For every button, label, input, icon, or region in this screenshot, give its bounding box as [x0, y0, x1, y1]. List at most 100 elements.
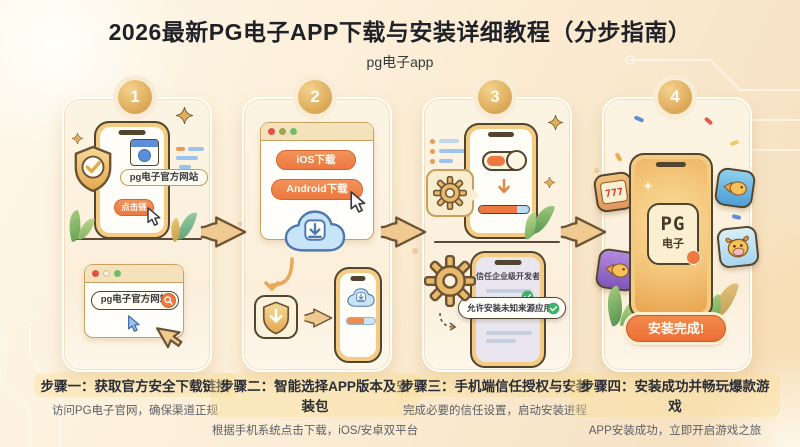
decor-line: [176, 156, 198, 160]
maximize-dot-icon: [114, 270, 121, 277]
browser-titlebar: [85, 265, 183, 283]
cursor-icon: [349, 191, 366, 214]
bull-character-icon: [724, 234, 752, 261]
page-subtitle: pg电子app: [366, 54, 434, 70]
curved-arrow-icon: [264, 257, 294, 291]
step-panel-4: 777 PG 电子 安: [592, 97, 760, 372]
cursor-icon: [127, 315, 140, 333]
sparkle-icon: [176, 107, 193, 124]
decor-line: [439, 159, 453, 163]
confetti: [731, 213, 742, 221]
bull-game-icon: [716, 225, 760, 269]
step-panel-2: iOS下载 Android下载: [242, 97, 392, 372]
app-badge-dot: [686, 250, 701, 265]
fish-game-icon: [713, 166, 757, 210]
ground-line: [72, 238, 202, 240]
step-badge-2: 2: [298, 80, 332, 114]
close-dot-icon: [268, 128, 275, 135]
install-complete-button[interactable]: 安装完成!: [626, 315, 726, 342]
flow-arrow-icon: [197, 211, 249, 253]
check-icon: [547, 302, 560, 315]
text-line: [486, 339, 516, 343]
maximize-dot-icon: [290, 128, 297, 135]
step-title: 步骤二：智能选择APP版本及安装包: [210, 373, 420, 417]
confetti: [703, 116, 714, 126]
decor-line: [439, 149, 465, 153]
pg-logo-text: PG: [660, 213, 686, 235]
decor-line: [439, 139, 459, 143]
decor-line: [176, 147, 185, 151]
sparkle-icon: [643, 181, 653, 191]
search-input[interactable]: pg电子官方网站: [91, 291, 179, 310]
toggle-switch[interactable]: [482, 150, 527, 171]
step-caption-1: 步骤一：获取官方安全下载链接 访问PG电子官网，确保渠道正规: [30, 373, 240, 418]
step-title: 步骤三：手机端信任授权与安装: [393, 373, 597, 397]
trust-sheet-title: 信任企业级开发者: [476, 272, 540, 281]
page-title: 2026最新PG电子APP下载与安装详细教程（分步指南）: [108, 19, 692, 45]
confetti: [729, 139, 740, 147]
phone-notch: [655, 162, 687, 167]
sparkle-icon: [72, 133, 83, 144]
slot-777-label: 777: [604, 186, 624, 201]
cursor-icon: [146, 207, 161, 227]
phone-illustration: PG 电子: [629, 153, 713, 319]
click-link-button[interactable]: 点击链: [114, 199, 154, 216]
step-badge-1: 1: [118, 80, 152, 114]
callout-pointer: [472, 189, 480, 201]
golden-koi-icon: [603, 259, 631, 280]
goldfish-icon: [721, 177, 749, 198]
decor-line: [188, 147, 204, 151]
gear-icon: [424, 255, 476, 307]
install-progress-bar: [478, 205, 530, 214]
gear-icon: [433, 176, 467, 210]
confetti: [633, 115, 645, 123]
browser-window: pg电子官方网站: [84, 264, 184, 338]
ios-download-button[interactable]: iOS下载: [276, 150, 356, 170]
decor-dot: [238, 222, 242, 226]
flow-arrow-icon: [557, 211, 609, 253]
phone-notch: [350, 276, 366, 281]
window-titlebar: [261, 123, 373, 141]
pg-app-icon[interactable]: PG 电子: [647, 203, 701, 265]
phone-notch: [494, 260, 522, 265]
step-desc: APP安装成功，立即开启游戏之旅: [588, 425, 762, 437]
step-title: 步骤四：安装成功并畅玩爆款游戏: [570, 373, 780, 417]
allow-unknown-sources-pill[interactable]: 允许安装未知来源应用: [458, 297, 566, 319]
step-badge-4: 4: [658, 80, 692, 114]
arrow-down-icon: [498, 179, 510, 194]
search-icon[interactable]: [161, 293, 176, 308]
text-line: [486, 331, 532, 335]
dashed-arrow-icon: [439, 312, 457, 331]
phone-notch: [487, 132, 515, 137]
decor-dot: [594, 168, 599, 173]
cloud-download-icon: [284, 208, 346, 254]
download-progress-bar: [346, 317, 376, 325]
step-desc: 完成必要的信任设置，启动安装进程: [403, 405, 587, 417]
arrow-right-icon: [302, 305, 334, 331]
close-dot-icon: [92, 270, 99, 277]
step-title: 步骤一：获取官方安全下载链接: [33, 373, 237, 397]
list-bullet: [430, 159, 435, 164]
ground-line: [434, 241, 560, 243]
text-line: [486, 289, 532, 293]
pg-logo-subtext: 电子: [662, 238, 684, 250]
shield-check-icon: [72, 145, 114, 193]
step-badge-3: 3: [478, 80, 512, 114]
phone-illustration: [464, 123, 538, 239]
shield-download-icon: [261, 301, 291, 335]
official-site-label: pg电子官方网站: [120, 169, 208, 186]
browser-icon: [130, 139, 159, 166]
phone-illustration: [334, 267, 382, 363]
decor-line: [179, 165, 191, 169]
minimize-dot-icon: [279, 128, 286, 135]
minimize-dot-icon: [103, 270, 110, 277]
step-caption-2: 步骤二：智能选择APP版本及安装包 根据手机系统点击下载，iOS/安卓双平台: [210, 373, 420, 438]
list-bullet: [430, 149, 435, 154]
settings-callout: [426, 169, 480, 217]
installer-app-icon: [254, 295, 298, 339]
android-download-button[interactable]: Android下载: [271, 179, 363, 200]
step-panel-3: 信任企业级开发者 允许安装未知来源应用: [422, 97, 572, 372]
decor-dot: [412, 248, 418, 254]
step-panel-1: pg电子官方网站 点击链 pg电子官方网站: [62, 97, 212, 372]
